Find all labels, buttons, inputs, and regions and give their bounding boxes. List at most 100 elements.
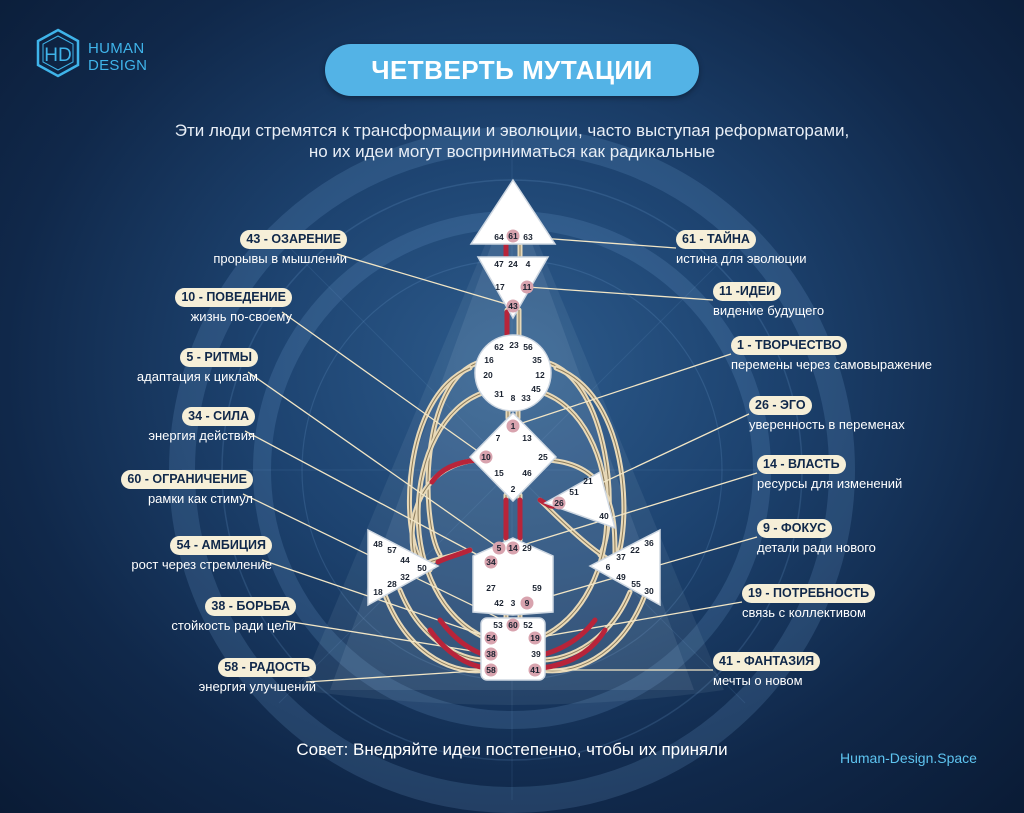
active-gate-1 [506,419,520,433]
gate-number: 17 [495,282,505,292]
leader-line [247,371,500,549]
gate-number: 48 [373,539,383,549]
active-gate-10 [479,450,493,464]
gate-number: 50 [417,563,427,573]
active-gate-5 [492,541,506,555]
gate-number: 8 [511,393,516,403]
label-description: перемены через самовыражение [731,357,932,372]
gate-number: 45 [531,384,541,394]
gate-number: 22 [630,545,640,555]
label-description: рост через стремление [131,557,272,572]
gate-number: 53 [493,620,503,630]
gate-number: 30 [644,586,654,596]
leader-line [244,430,492,563]
label-title: 1 - ТВОРЧЕСТВО [731,336,848,355]
label-description: связь с коллективом [742,605,866,620]
label-title: 61 - ТАЙНА [676,230,756,249]
gate-number: 59 [532,583,542,593]
active-gate-19 [528,631,542,645]
gate-number: 55 [631,579,641,589]
label-gate-5: 5 - РИТМЫ адаптация к циклам [137,348,258,385]
gate-number: 28 [387,579,397,589]
gate-number: 10 [481,452,491,462]
gate-number: 25 [538,452,548,462]
active-channel [539,627,608,671]
label-description: адаптация к циклам [136,369,258,384]
gate-number: 11 [523,282,532,292]
label-description: уверенность в переменах [749,417,905,432]
center-throat [474,334,552,412]
gate-number: 47 [494,259,504,269]
gate-number: 33 [521,393,531,403]
label-title: 10 - ПОВЕДЕНИЕ [175,288,292,307]
gate-number: 63 [523,232,533,242]
gate-number: 13 [522,433,532,443]
label-gate-54: 54 - АМБИЦИЯ рост через стремление [131,536,272,573]
gate-number: 20 [483,370,493,380]
label-title: 26 - ЭГО [749,396,812,415]
gate-number: 7 [496,433,501,443]
logo-mark: HD [36,28,80,78]
active-gate-58 [484,663,498,677]
center-head [469,178,557,245]
gate-number: 60 [508,620,518,630]
logo-text: HUMAN DESIGN [88,40,148,74]
svg-text:HD: HD [44,45,71,66]
gate-number: 32 [400,572,410,582]
gate-number: 38 [486,649,496,659]
gate-number: 21 [583,476,593,486]
gate-number: 18 [373,587,383,597]
active-gate-38 [484,647,498,661]
gate-number: 61 [508,231,518,241]
label-description: рамки как стимул [147,491,253,506]
gate-number: 31 [494,389,504,399]
leader-line [526,286,714,301]
active-gate-54 [484,631,498,645]
subtitle: Эти люди стремятся к трансформации и эво… [174,121,850,161]
active-gate-26 [552,496,566,510]
gate-number: 58 [486,665,496,675]
gate-number: 6 [606,562,611,572]
label-description: жизнь по-своему [190,309,292,324]
active-channel [429,457,481,485]
active-gate-34 [484,555,498,569]
label-description: детали ради нового [757,540,876,555]
gate-number: 15 [494,468,504,478]
gate-number: 23 [509,340,519,350]
gate-number: 57 [387,545,397,555]
gate-number: 52 [523,620,533,630]
label-description: видение будущего [713,303,825,318]
label-title: 54 - АМБИЦИЯ [170,536,272,555]
label-gate-10: 10 - ПОВЕДЕНИЕ жизнь по-своему [175,288,292,325]
site-link[interactable]: Human-Design.Space [840,750,977,766]
gate-number: 62 [494,342,504,352]
gate-number: 49 [616,572,626,582]
active-gate-11 [520,280,534,294]
label-description: энергия улучшений [198,679,316,694]
gate-number: 39 [531,649,541,659]
label-title: 58 - РАДОСТЬ [218,658,316,677]
gate-number: 41 [530,665,540,675]
gate-number: 56 [523,342,533,352]
label-title: 9 - ФОКУС [757,519,833,538]
label-description: прорывы в мышлении [213,251,347,266]
advice-text: Совет: Внедряйте идеи постепенно, чтобы … [296,740,728,759]
active-channel [427,627,488,671]
gate-number: 14 [508,543,518,553]
label-gate-11: 11 -ИДЕИ видение будущего [713,282,824,319]
label-title: 38 - БОРЬБА [205,597,296,616]
label-description: ресурсы для изменений [757,476,903,491]
active-gate-14 [506,541,520,555]
gate-number: 5 [497,543,502,553]
center-spleen [367,528,440,607]
label-title: 5 - РИТМЫ [180,348,258,367]
gate-number: 46 [522,468,532,478]
label-description: истина для эволюции [676,251,807,266]
gate-number: 19 [530,633,540,643]
connector-line-inner [541,594,646,672]
label-title: 11 -ИДЕИ [713,282,782,301]
